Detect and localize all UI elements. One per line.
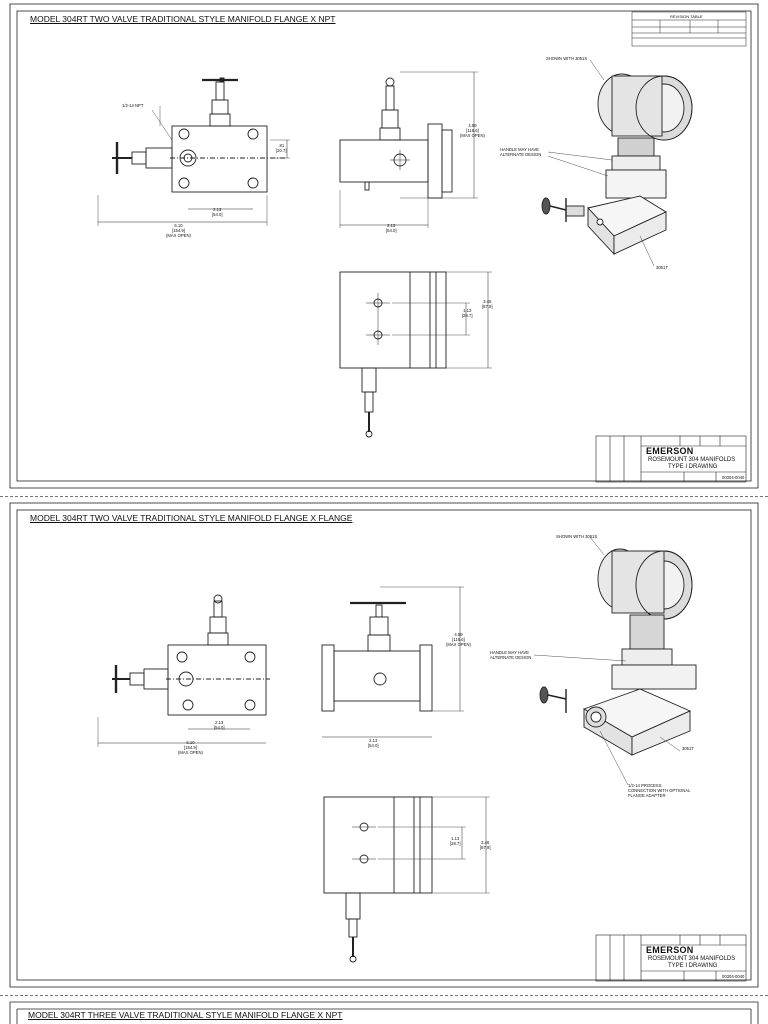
- dim-plan-h: 3.46 [87.9]: [482, 299, 493, 309]
- doc-number: 00304-0040: [722, 475, 745, 480]
- transmitter-illustration-2: [533, 536, 697, 786]
- sheet-2-title: MODEL 304RT TWO VALVE TRADITIONAL STYLE …: [30, 513, 353, 523]
- emerson-logo-2: EMERSON: [646, 945, 694, 955]
- title-block-2-line2: TYPE I DRAWING: [668, 963, 718, 969]
- sheet-2-drawing: [9, 502, 759, 988]
- drawing-sheet-1: MODEL 304RT TWO VALVE TRADITIONAL STYLE …: [0, 0, 768, 494]
- dim-center-2: 2.13 [54.0]: [214, 720, 225, 730]
- dim-plan-h-2: 3.46 [87.9]: [480, 840, 491, 850]
- drawing-sheet-3: MODEL 304RT THREE VALVE TRADITIONAL STYL…: [0, 998, 768, 1024]
- dim-body: 2.13 [54.0]: [386, 223, 397, 233]
- title-block-2: [595, 934, 747, 982]
- drawing-sheet-2: MODEL 304RT TWO VALVE TRADITIONAL STYLE …: [0, 499, 768, 993]
- dim-width-2: 6.10 [154.9] (MAX OPEN): [178, 740, 203, 755]
- sheet-3-drawing: [9, 1001, 759, 1024]
- side-view-flange: [97, 594, 270, 747]
- sheet-1-title: MODEL 304RT TWO VALVE TRADITIONAL STYLE …: [30, 14, 336, 24]
- revision-table-title: REVISION TABLE: [670, 14, 703, 19]
- adapter-callout: 1/2-14 PROCESS CONNECTION WITH OPTIONAL …: [628, 783, 691, 798]
- shown-with-callout-2: SHOWN WITH 3051S: [556, 534, 598, 539]
- npt-callout: 1/2-14 NPT: [122, 103, 144, 108]
- page-separator-2: [0, 995, 768, 996]
- handle-callout: HANDLE MAY HAVE ALTERNATE DESIGN: [500, 147, 542, 157]
- dim-offset: .81 [20.7]: [276, 143, 287, 153]
- title-block: [595, 435, 747, 483]
- dim-plan-c-2: 1.13 [28.7]: [450, 836, 461, 846]
- doc-number-2: 00304-0040: [722, 974, 745, 979]
- plan-view-npt: [339, 271, 492, 438]
- page-separator-1: [0, 496, 768, 497]
- emerson-logo: EMERSON: [646, 446, 694, 456]
- sheet-3-title: MODEL 304RT THREE VALVE TRADITIONAL STYL…: [28, 1010, 343, 1020]
- title-block-line2: TYPE I DRAWING: [668, 464, 718, 470]
- dim-center: 2.13 [54.0]: [212, 207, 223, 217]
- side-view-npt: [97, 77, 290, 226]
- model-callout-2: 3051T: [682, 746, 694, 751]
- handle-callout-2: HANDLE MAY HAVE ALTERNATE DESIGN: [490, 650, 532, 660]
- dim-height-2: 4.59 [116.6] (MAX OPEN): [446, 632, 471, 647]
- front-view-flange: [321, 586, 464, 738]
- front-view-npt: [339, 71, 478, 228]
- plan-view-flange: [323, 796, 490, 963]
- transmitter-illustration: [541, 59, 693, 267]
- dim-height: 4.59 [116.6] (MAX OPEN): [460, 123, 485, 138]
- model-callout: 3051T: [656, 265, 668, 270]
- title-block-2-line1: ROSEMOUNT 304 MANIFOLDS: [648, 956, 736, 962]
- sheet-1-drawing: [9, 3, 759, 489]
- dim-width: 6.10 [154.9] (MAX OPEN): [166, 223, 191, 238]
- shown-with-callout: SHOWN WITH 3051S: [546, 56, 588, 61]
- title-block-line1: ROSEMOUNT 304 MANIFOLDS: [648, 457, 736, 463]
- dim-body-2: 2.13 [54.0]: [368, 738, 379, 748]
- dim-plan-c: 1.13 [28.7]: [462, 308, 473, 318]
- revision-table: [631, 11, 747, 47]
